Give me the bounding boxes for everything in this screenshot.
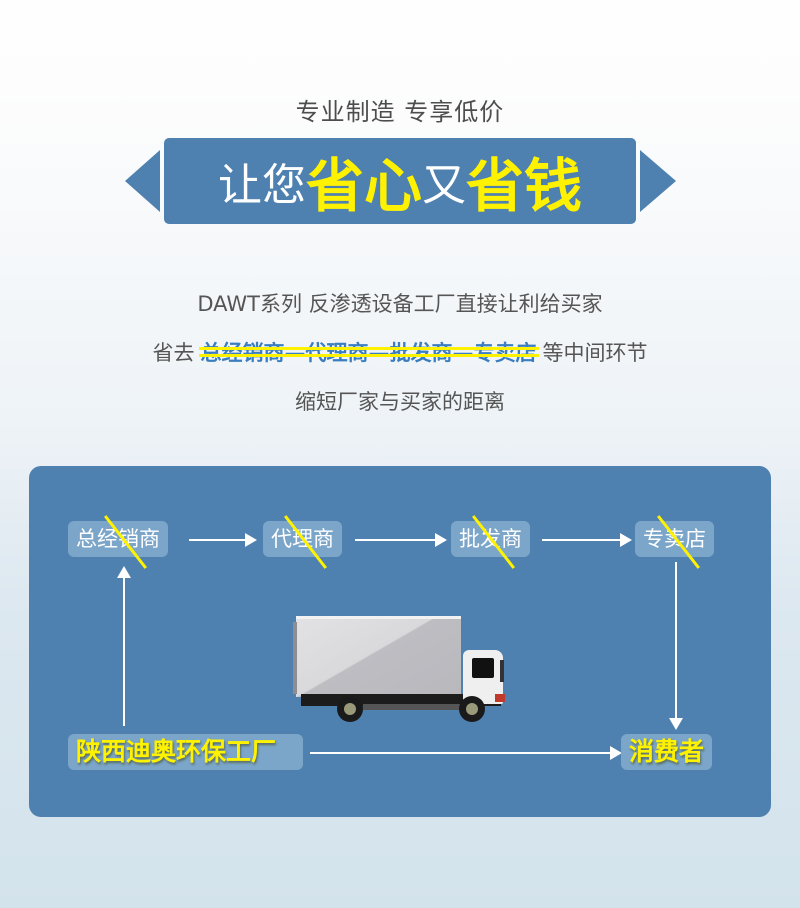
arrow-line bbox=[189, 539, 247, 541]
struck-middlemen-text: 总经销商—代理商—批发商—专卖店 bbox=[198, 337, 539, 367]
distribution-diagram-panel: 总经销商 代理商 批发商 专卖店 bbox=[29, 466, 771, 817]
intro-prefix: 省去 bbox=[152, 341, 195, 365]
arrow-line-up bbox=[123, 576, 125, 726]
arrow-right-icon bbox=[610, 746, 622, 760]
arrow-down-icon bbox=[669, 718, 683, 730]
intro-line-3: 缩短厂家与买家的距离 bbox=[295, 390, 505, 414]
banner-right-arrow-icon bbox=[640, 150, 676, 212]
node-label: 消费者 bbox=[629, 737, 705, 766]
arrow-line bbox=[310, 752, 612, 754]
banner-left-arrow-icon bbox=[125, 150, 160, 212]
intro-suffix: 等中间环节 bbox=[542, 341, 648, 365]
delivery-truck-image bbox=[293, 612, 508, 724]
arrow-right-icon bbox=[435, 533, 447, 547]
intro-line-1: DAWT系列 反渗透设备工厂直接让利给买家 bbox=[197, 292, 603, 316]
headline-part-2: 省心 bbox=[305, 152, 422, 220]
headline-part-4: 省钱 bbox=[466, 152, 583, 220]
node-factory: 陕西迪奥环保工厂 bbox=[68, 734, 303, 770]
node-label: 陕西迪奥环保工厂 bbox=[76, 737, 277, 766]
node-general-distributor: 总经销商 bbox=[68, 521, 168, 557]
headline-part-1: 让您 bbox=[217, 160, 306, 211]
arrow-line-down bbox=[675, 562, 677, 720]
arrow-right-icon bbox=[245, 533, 257, 547]
headline-part-3: 又 bbox=[422, 160, 466, 211]
headline-banner: 让您 省心 又 省钱 bbox=[164, 138, 636, 224]
intro-line-2: 省去总经销商—代理商—批发商—专卖店等中间环节 bbox=[0, 337, 800, 367]
arrow-line bbox=[542, 539, 622, 541]
arrow-line bbox=[355, 539, 437, 541]
arrow-right-icon bbox=[620, 533, 632, 547]
node-consumer: 消费者 bbox=[621, 734, 713, 770]
arrow-up-icon bbox=[117, 566, 131, 578]
subtitle: 专业制造 专享低价 bbox=[295, 98, 505, 126]
